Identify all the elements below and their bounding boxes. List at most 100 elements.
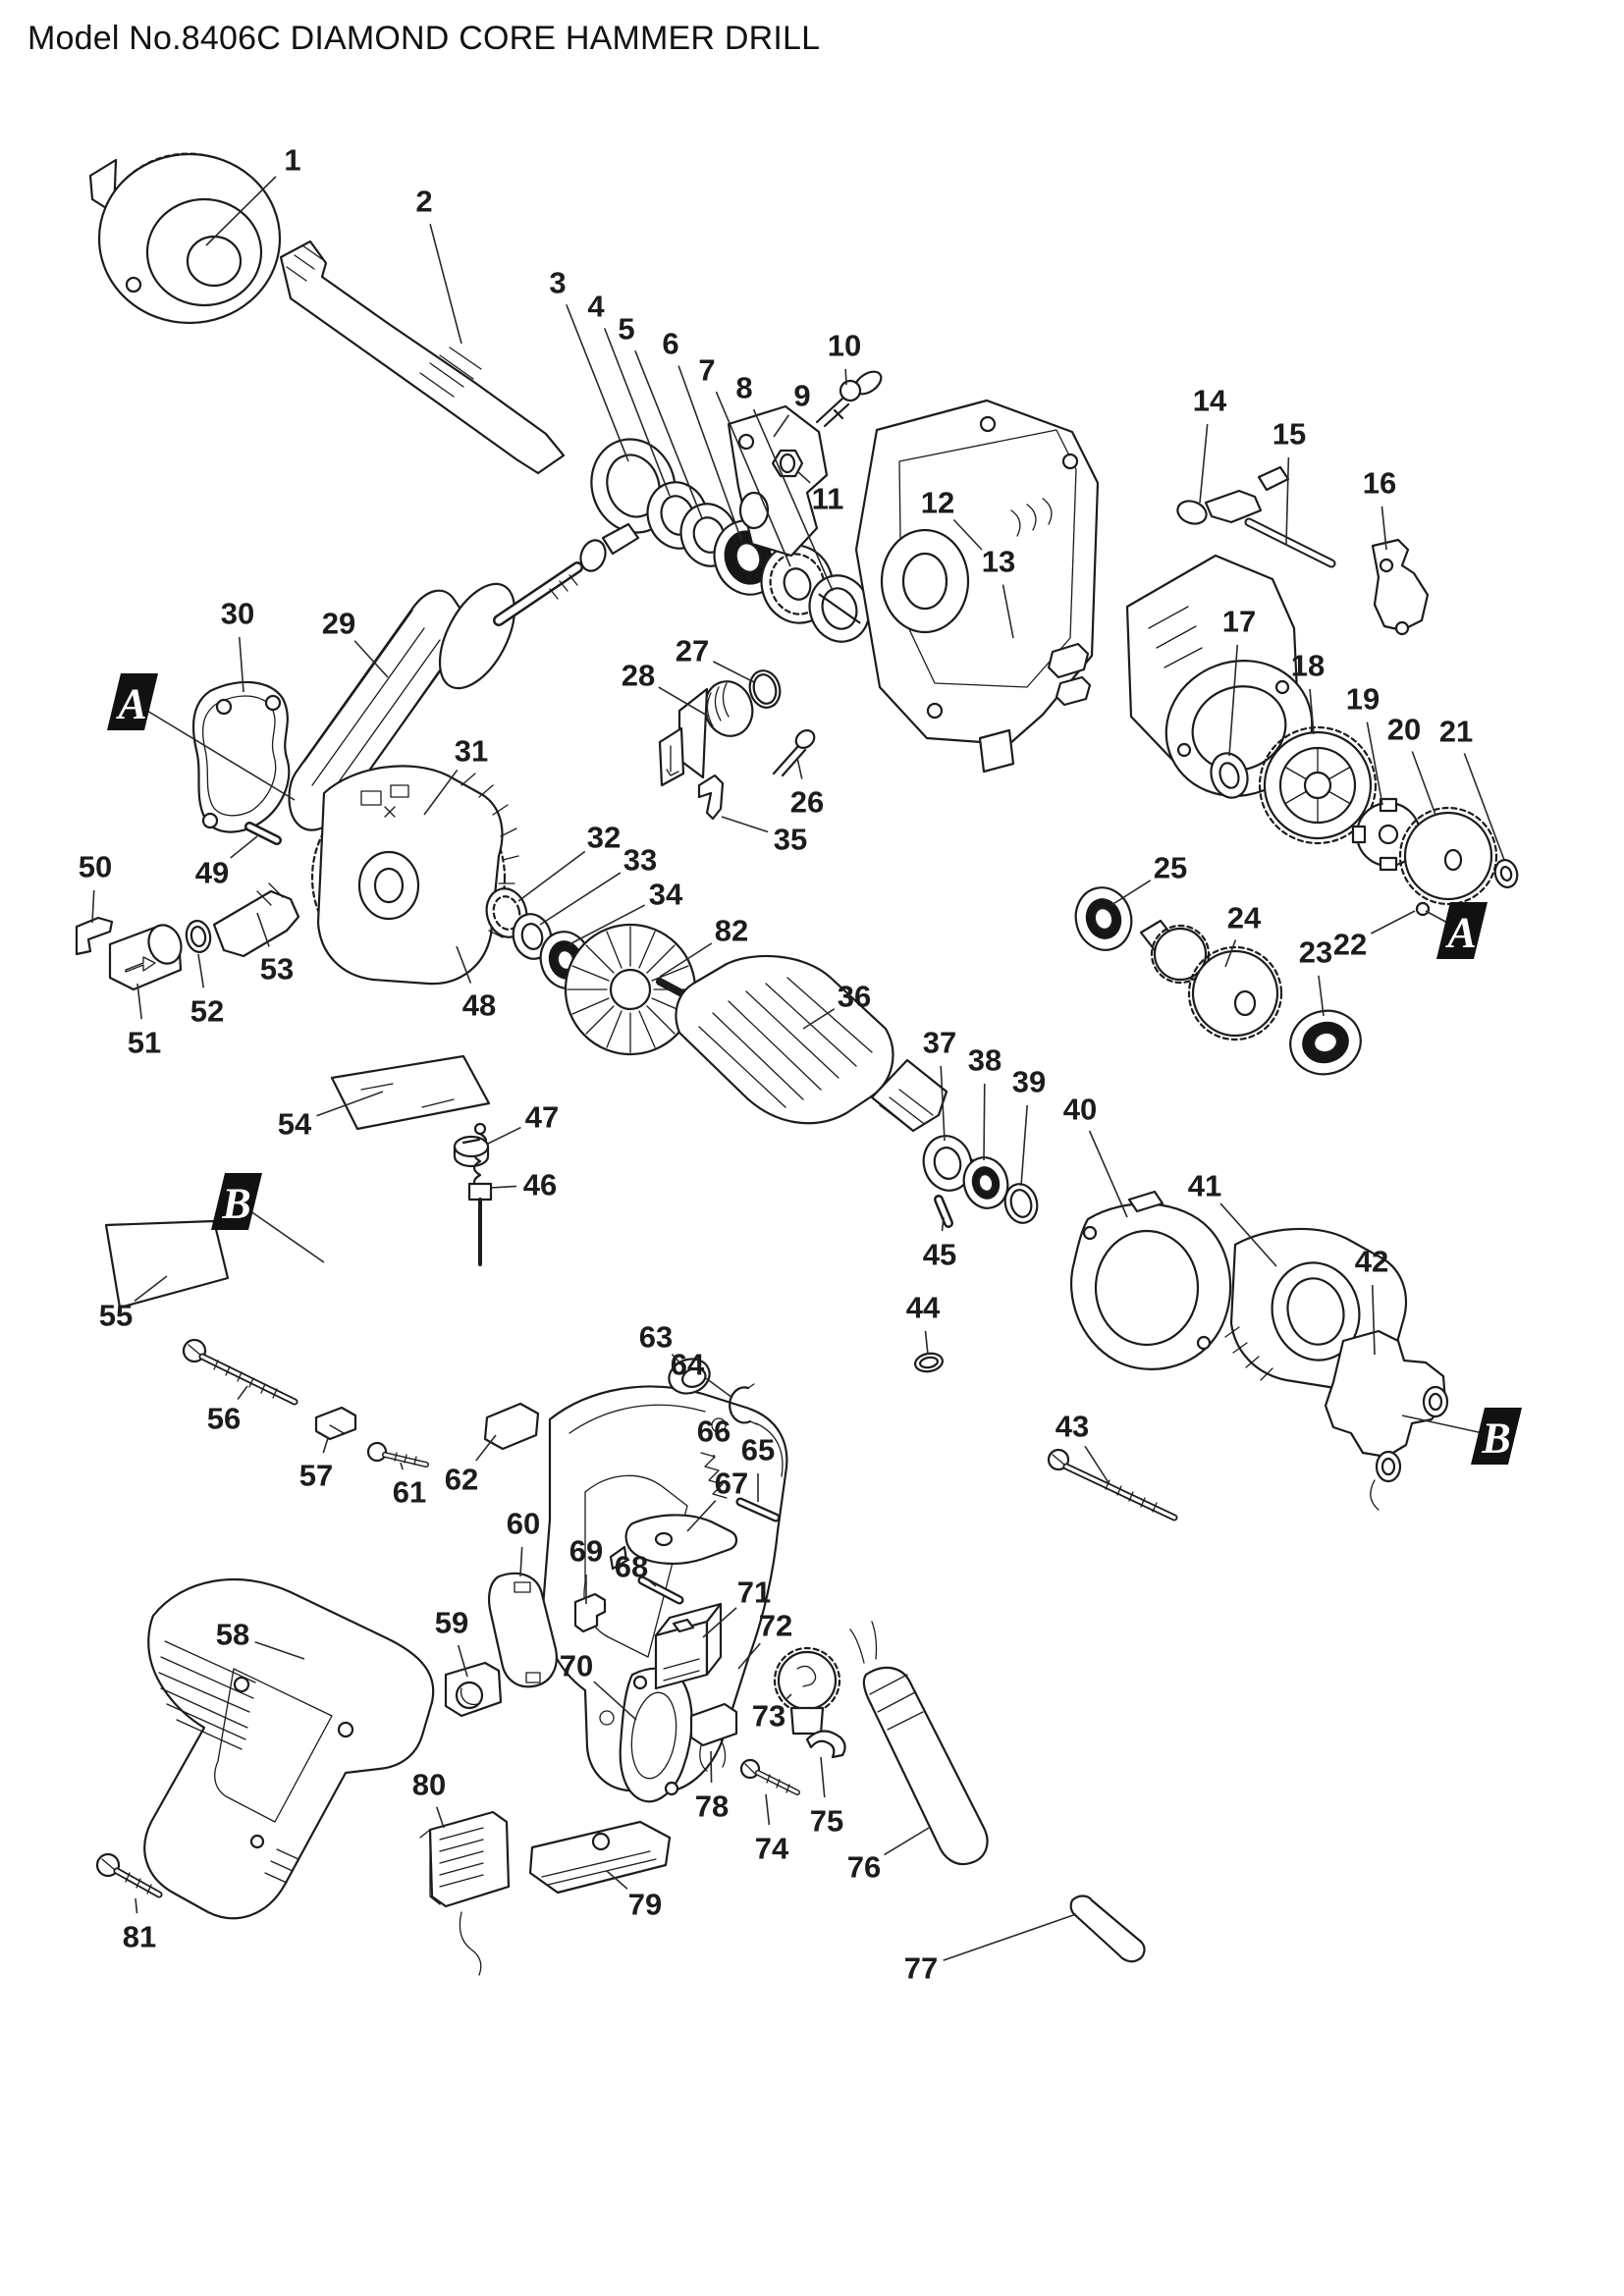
part-label-58: 58: [216, 1618, 249, 1652]
part-43-screw: [1047, 1448, 1178, 1522]
leader-line-2: [429, 224, 462, 345]
leader-line-24: [1224, 939, 1237, 968]
part-label-20: 20: [1387, 713, 1421, 747]
part-label-63: 63: [639, 1320, 673, 1355]
part-label-21: 21: [1439, 715, 1473, 749]
part-63-cap: [668, 1358, 711, 1395]
part-58-motor-housing: [143, 1577, 435, 1920]
leader-line-72: [737, 1642, 761, 1670]
part-label-40: 40: [1063, 1093, 1097, 1127]
part-label-19: 19: [1346, 682, 1380, 717]
leader-line-77: [943, 1913, 1077, 1961]
part-label-29: 29: [322, 607, 355, 641]
part-label-53: 53: [260, 952, 294, 987]
leader-line-14: [1199, 423, 1209, 504]
part-label-78: 78: [695, 1789, 729, 1824]
leader-line-44: [924, 1330, 929, 1356]
part-39-ring: [1003, 1183, 1039, 1224]
leader-line-59: [457, 1644, 468, 1678]
part-30-gasket: [191, 680, 291, 833]
part-label-75: 75: [810, 1804, 843, 1839]
part-47-cap: [453, 1135, 490, 1168]
part-69-latch: [573, 1592, 607, 1633]
part-label-57: 57: [299, 1459, 333, 1493]
leader-line-49: [230, 835, 258, 859]
part-9-bracket: [727, 404, 829, 558]
leader-line-41: [1219, 1202, 1277, 1267]
part-label-54: 54: [278, 1107, 312, 1142]
part-24-cluster-gear: [1139, 919, 1283, 1041]
part-label-7: 7: [698, 353, 715, 388]
part-57-brush-block: [314, 1406, 357, 1441]
part-label-13: 13: [982, 545, 1015, 579]
part-54-name-plate: [330, 1054, 491, 1131]
view-marker-box-b: [1471, 1408, 1522, 1465]
part-label-45: 45: [923, 1238, 956, 1272]
part-label-33: 33: [623, 843, 657, 878]
part-label-72: 72: [759, 1609, 792, 1643]
part-label-66: 66: [697, 1415, 731, 1449]
part-label-15: 15: [1272, 417, 1306, 452]
part-label-71: 71: [737, 1575, 771, 1610]
part-74-screw: [739, 1758, 800, 1795]
leader-line-8: [752, 408, 834, 592]
part-65-pin: [735, 1497, 781, 1522]
part-label-82: 82: [715, 914, 748, 948]
leader-line-18: [1309, 688, 1315, 735]
part-label-37: 37: [923, 1026, 956, 1060]
part-42-brush-holder: [1324, 1329, 1449, 1511]
leader-line-37: [940, 1065, 946, 1142]
part-label-43: 43: [1056, 1410, 1089, 1444]
part-label-17: 17: [1222, 605, 1256, 639]
part-label-70: 70: [560, 1649, 593, 1683]
part-label-22: 22: [1333, 928, 1367, 962]
part-label-48: 48: [462, 988, 496, 1023]
leader-line-55: [134, 1275, 168, 1303]
part-label-31: 31: [455, 734, 488, 769]
leader-line-70: [593, 1681, 637, 1721]
part-label-73: 73: [752, 1699, 785, 1734]
leader-line-58: [254, 1641, 305, 1660]
part-82-fan: [564, 923, 697, 1056]
view-marker-box-a: [107, 673, 158, 730]
part-label-36: 36: [838, 980, 871, 1014]
part-20-gear: [1398, 806, 1498, 906]
part-44-o-ring: [914, 1352, 944, 1373]
leader-line-16: [1380, 506, 1387, 551]
leader-line-78: [710, 1750, 713, 1784]
leader-line-63: [671, 1353, 684, 1367]
part-label-35: 35: [774, 823, 807, 857]
leader-line-29: [353, 640, 389, 678]
part-61-screw: [366, 1441, 429, 1468]
view-marker-letter-a: A: [1444, 909, 1476, 957]
marker-leader-a-0: [132, 701, 296, 801]
part-label-49: 49: [195, 856, 229, 890]
part-18-gear: [1258, 725, 1378, 845]
part-55-label: [104, 1219, 230, 1309]
leader-line-42: [1371, 1284, 1376, 1356]
part-label-76: 76: [847, 1850, 881, 1885]
part-label-16: 16: [1363, 466, 1396, 501]
part-label-2: 2: [415, 185, 432, 219]
leader-line-26: [796, 757, 803, 779]
part-12-gear-housing: [854, 399, 1100, 774]
leader-line-51: [136, 983, 143, 1020]
part-60-lock-lever: [488, 1572, 558, 1688]
part-23-bearing: [1289, 1009, 1362, 1076]
part-81-screw: [95, 1852, 163, 1898]
part-label-32: 32: [587, 821, 621, 855]
part-38-bearing: [962, 1156, 1009, 1209]
part-40-inner-cover: [1070, 1190, 1232, 1370]
view-marker-letter-b: B: [1481, 1415, 1510, 1463]
leader-line-79: [606, 1870, 628, 1890]
leader-line-73: [785, 1693, 792, 1700]
leader-line-62: [475, 1434, 497, 1462]
part-label-69: 69: [569, 1534, 603, 1569]
leader-line-54: [316, 1091, 384, 1117]
part-label-6: 6: [662, 327, 678, 361]
part-label-41: 41: [1188, 1169, 1221, 1203]
part-label-47: 47: [525, 1100, 559, 1135]
part-25-bearing: [1074, 886, 1133, 951]
leader-line-75: [820, 1756, 826, 1798]
